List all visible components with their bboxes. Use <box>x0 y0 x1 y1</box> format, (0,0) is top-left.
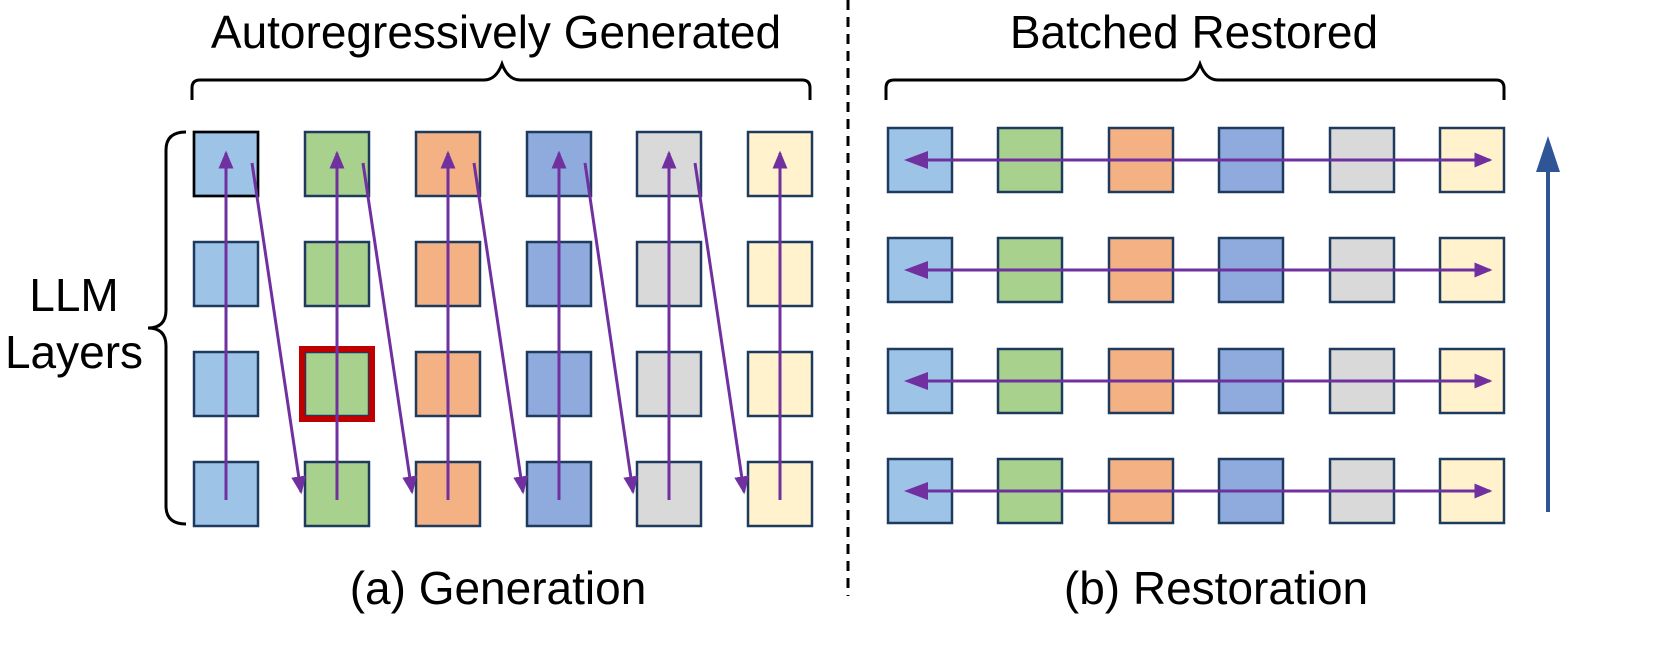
right-top-brace <box>884 59 1506 100</box>
upward-layer-arrow <box>1536 136 1560 512</box>
next-token-arrow <box>693 162 750 495</box>
batch-restore-arrow-left-head <box>904 482 928 500</box>
layers-side-brace <box>147 130 187 526</box>
batch-restore-arrow-left-head <box>904 261 928 279</box>
generation-caption: (a) Generation <box>350 562 647 614</box>
next-token-arrow <box>472 162 529 495</box>
restoration-caption: (b) Restoration <box>1064 562 1368 614</box>
next-token-arrow <box>361 162 418 495</box>
next-token-arrow <box>583 162 639 495</box>
restoration-arrows <box>904 151 1493 500</box>
generation-arrows <box>218 150 788 500</box>
generation-panel: Autoregressively Generated LLM Layers (a… <box>5 6 814 614</box>
llm-label: LLM <box>29 269 118 321</box>
layers-label: Layers <box>5 326 143 378</box>
autoregressively-generated-label: Autoregressively Generated <box>211 6 781 58</box>
next-token-arrow <box>250 162 307 495</box>
restoration-panel: Batched Restored (b) Restoration <box>884 6 1560 614</box>
left-top-brace <box>190 59 812 100</box>
restoration-token-grid <box>886 126 1506 525</box>
batch-restore-arrow-left-head <box>904 372 928 390</box>
batch-restore-arrow-left-head <box>904 151 928 169</box>
batched-restored-label: Batched Restored <box>1010 6 1378 58</box>
